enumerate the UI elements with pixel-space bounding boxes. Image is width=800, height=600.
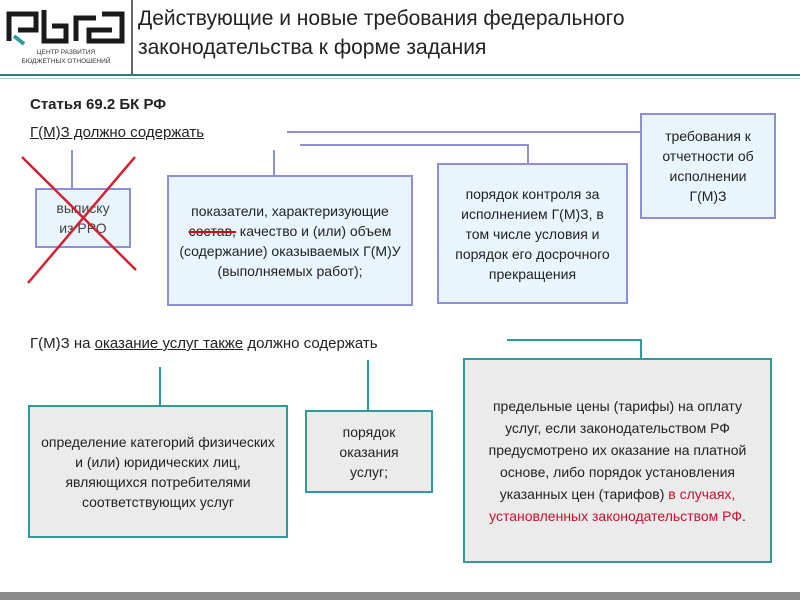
connector bbox=[273, 150, 275, 176]
procedure-text: порядок оказания услуг; bbox=[339, 423, 399, 480]
footer-bar bbox=[0, 592, 800, 600]
page-title: Действующие и новые требования федеральн… bbox=[138, 4, 625, 62]
indicators-text-end: качество и (или) объем (содержание) оказ… bbox=[179, 222, 401, 279]
svg-text:БЮДЖЕТНЫХ ОТНОШЕНИЙ: БЮДЖЕТНЫХ ОТНОШЕНИЙ bbox=[22, 56, 111, 65]
prices-box: предельные цены (тарифы) на оплату услуг… bbox=[463, 358, 772, 563]
connector bbox=[159, 367, 161, 406]
logo: ЦЕНТР РАЗВИТИЯ БЮДЖЕТНЫХ ОТНОШЕНИЙ bbox=[6, 10, 125, 65]
categories-text: определение категорий физических и (или)… bbox=[41, 433, 275, 510]
connector bbox=[507, 339, 642, 341]
article-heading: Статья 69.2 БК РФ bbox=[30, 96, 167, 113]
prices-red-text: в случаях, установленных законодательств… bbox=[489, 485, 742, 524]
reporting-box: требования к отчетности об исполнении Г(… bbox=[640, 113, 776, 219]
connector bbox=[300, 144, 529, 146]
indicators-box: показатели, характеризующие состав, каче… bbox=[167, 175, 413, 306]
cross-out-icon bbox=[21, 156, 137, 284]
heading-underlined: оказание услуг также bbox=[94, 335, 244, 352]
section1-heading: Г(М)З должно содержать bbox=[30, 124, 205, 141]
connector bbox=[640, 339, 642, 359]
connector bbox=[71, 150, 73, 189]
header-divider bbox=[131, 0, 133, 74]
section2-heading: Г(М)З на оказание услуг также должно сод… bbox=[30, 335, 378, 352]
categories-box: определение категорий физических и (или)… bbox=[28, 405, 288, 538]
indicators-text: показатели, характеризующие bbox=[191, 202, 389, 219]
header-rule bbox=[0, 74, 800, 76]
prices-text: предельные цены (тарифы) на оплату услуг… bbox=[488, 397, 747, 502]
title-line-1: Действующие и новые требования федеральн… bbox=[138, 7, 625, 30]
header-rule-thin bbox=[0, 78, 800, 79]
connector bbox=[287, 131, 640, 133]
procedure-box: порядок оказания услуг; bbox=[305, 410, 433, 493]
control-text: порядок контроля за исполнением Г(М)З, в… bbox=[455, 185, 610, 282]
prices-end: . bbox=[741, 507, 746, 524]
heading-end: должно содержать bbox=[243, 335, 378, 352]
title-line-2: законодательства к форме задания bbox=[138, 36, 487, 59]
heading-start: Г(М)З на bbox=[30, 335, 95, 352]
connector bbox=[367, 360, 369, 411]
connector bbox=[527, 144, 529, 164]
struck-text: состав, bbox=[188, 222, 236, 239]
svg-text:ЦЕНТР РАЗВИТИЯ: ЦЕНТР РАЗВИТИЯ bbox=[37, 49, 96, 56]
control-box: порядок контроля за исполнением Г(М)З, в… bbox=[437, 163, 628, 304]
reporting-text: требования к отчетности об исполнении Г(… bbox=[662, 128, 754, 204]
